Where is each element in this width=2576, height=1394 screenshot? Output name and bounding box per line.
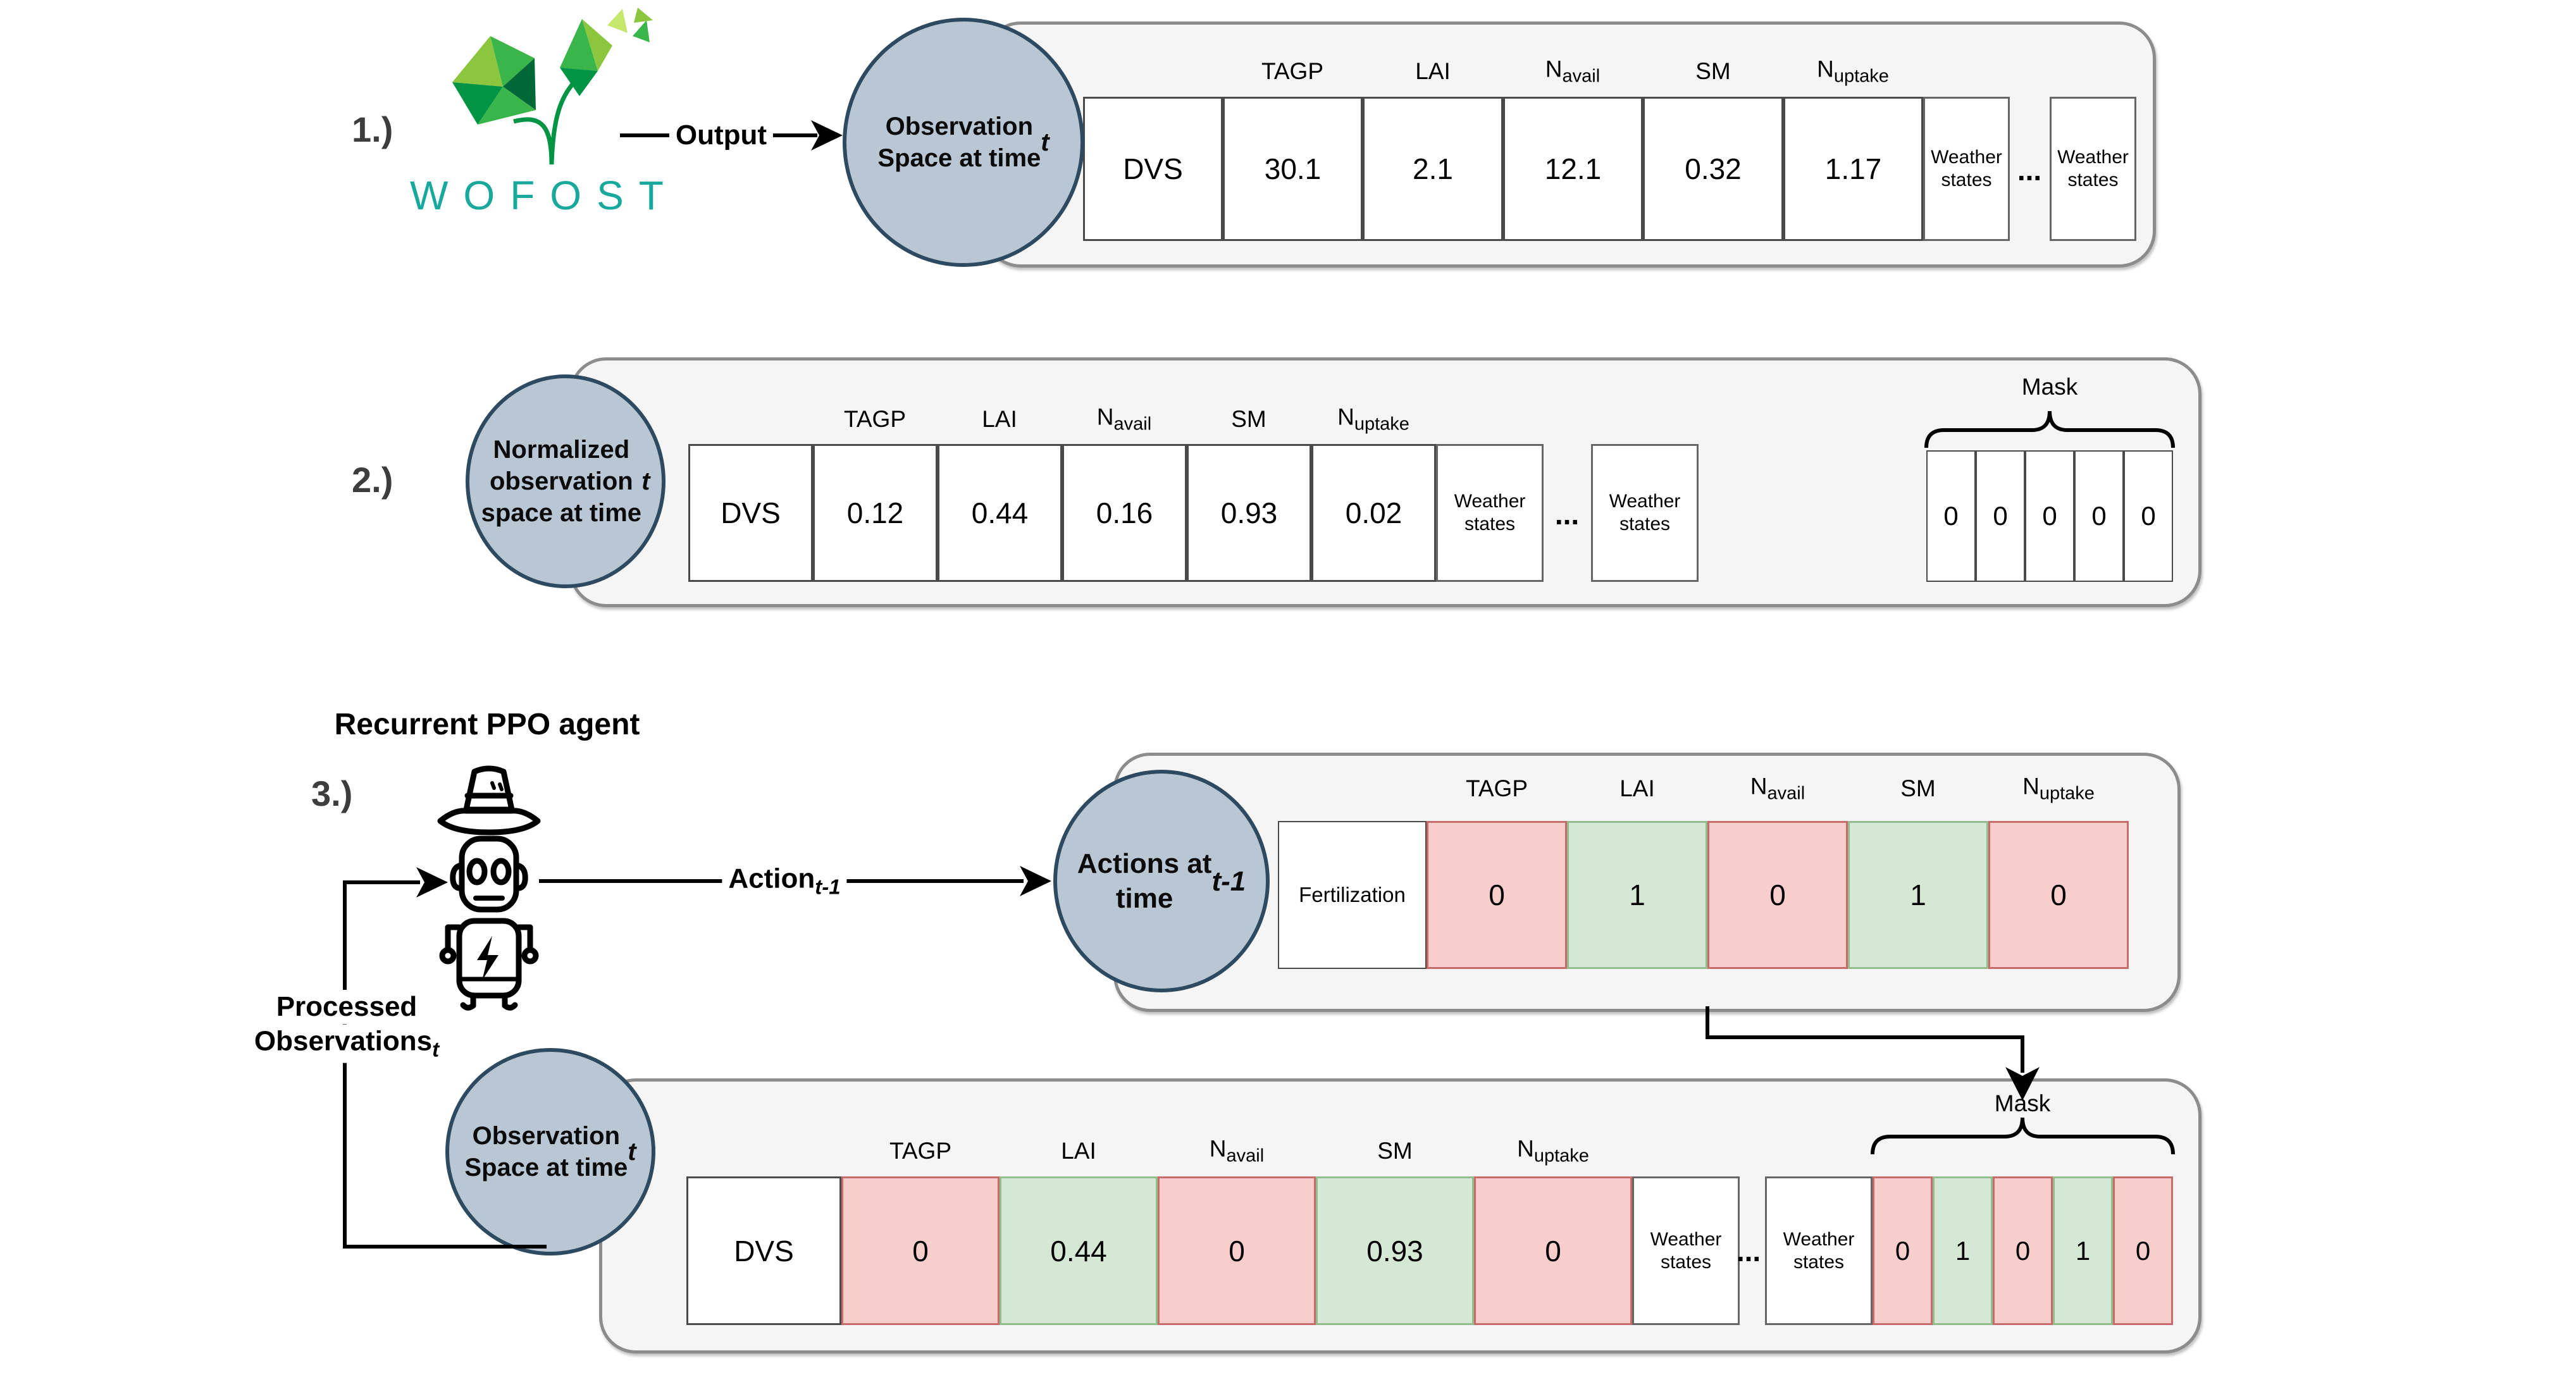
table-cell: 0.32 (1643, 97, 1783, 241)
weather-states-cell: Weather states (1591, 444, 1699, 582)
processed-observations-line1: Processed (269, 990, 424, 1024)
robot-agent-icon (437, 765, 541, 1011)
table-cell: 0 (1427, 821, 1567, 969)
output-arrowhead (811, 120, 843, 151)
table-cell: 0 (1988, 821, 2129, 969)
weather-states-cell: Weather states (1765, 1176, 1873, 1325)
processed-observations-line2: Observationst (247, 1024, 446, 1063)
table-cell: 0 (1707, 821, 1848, 969)
mask-label-bottom: Mask (1994, 1090, 2051, 1116)
column-header: Navail (1096, 404, 1152, 435)
column-header: TAGP (889, 1138, 951, 1164)
table-cell: 0 (2113, 1176, 2173, 1325)
ellipsis: ... (2017, 154, 2042, 187)
weather-states-cell: Weather states (2050, 97, 2136, 241)
processed-observations-sub: t (432, 1037, 440, 1061)
table-cell: 1 (1567, 821, 1707, 969)
table-cell: DVS (686, 1176, 841, 1325)
table-cell: 1 (1848, 821, 1988, 969)
column-header: SM (1231, 406, 1266, 432)
weather-states-cell: Weather states (1923, 97, 2010, 241)
table-cell: 0.02 (1311, 444, 1436, 582)
weather-states-cell: Weather states (1632, 1176, 1740, 1325)
table-cell: 1.17 (1783, 97, 1923, 241)
table-cell: 0.44 (938, 444, 1062, 582)
action-label-main: Action (728, 863, 815, 894)
wofost-logo-icon (452, 8, 653, 165)
column-header: LAI (1619, 775, 1655, 801)
table-cell: 0.93 (1316, 1176, 1474, 1325)
fertilization-cell: Fertilization (1278, 821, 1427, 969)
table-cell: 0 (1474, 1176, 1632, 1325)
table-cell: DVS (688, 444, 813, 582)
table-cell: 0.12 (813, 444, 938, 582)
processed-observations-main: Observations (254, 1025, 433, 1057)
table-cell: 0 (841, 1176, 1000, 1325)
table-cell: 1 (1933, 1176, 1993, 1325)
column-header: SM (1900, 775, 1936, 801)
table-cell: 30.1 (1223, 97, 1363, 241)
step3-label: 3.) (311, 774, 353, 813)
mask-label: Mask (2021, 374, 2078, 400)
column-header: LAI (1061, 1138, 1096, 1164)
table-cell: 0 (2124, 450, 2173, 582)
column-header: SM (1695, 58, 1731, 84)
column-header: Navail (1545, 56, 1601, 87)
column-header: Nuptake (1817, 56, 1889, 87)
action-label-sub: t-1 (815, 875, 841, 899)
ellipsis: ... (1736, 1235, 1761, 1268)
table-cell: 0 (2025, 450, 2074, 582)
column-header: TAGP (1261, 58, 1323, 84)
wofost-logo-text: WOFOST (410, 173, 679, 218)
weather-states-cell: Weather states (1436, 444, 1544, 582)
column-header: Nuptake (1517, 1135, 1589, 1166)
table-cell: 0 (1158, 1176, 1316, 1325)
table-cell: 1 (2053, 1176, 2113, 1325)
action-arrowhead (1020, 866, 1051, 896)
column-header: Nuptake (2022, 773, 2095, 804)
column-header: TAGP (1466, 775, 1528, 801)
table-cell: DVS (1083, 97, 1223, 241)
table-cell: 0.44 (1000, 1176, 1158, 1325)
table-cell: 0 (1993, 1176, 2053, 1325)
table-cell: 2.1 (1363, 97, 1503, 241)
column-header: LAI (1415, 58, 1451, 84)
table-cell: 0 (1926, 450, 1976, 582)
column-header: Navail (1750, 773, 1805, 804)
table-cell: 0.16 (1062, 444, 1187, 582)
column-header: Navail (1209, 1135, 1265, 1166)
column-header: LAI (982, 406, 1017, 432)
step1-label: 1.) (352, 109, 393, 149)
actions-to-mask-line (1706, 1006, 2024, 1073)
output-label: Output (669, 118, 774, 152)
table-cell: 12.1 (1503, 97, 1643, 241)
table-cell: 0.93 (1187, 444, 1311, 582)
step2-label: 2.) (352, 460, 393, 500)
ellipsis: ... (1554, 498, 1580, 531)
table-cell: 0 (1873, 1176, 1933, 1325)
column-header: Nuptake (1337, 404, 1409, 435)
ppo-agent-title: Recurrent PPO agent (334, 708, 640, 741)
column-header: TAGP (844, 406, 906, 432)
action-label: Actiont-1 (722, 861, 847, 901)
column-header: SM (1377, 1138, 1413, 1164)
table-cell: 0 (2074, 450, 2124, 582)
table-cell: 0 (1976, 450, 2025, 582)
